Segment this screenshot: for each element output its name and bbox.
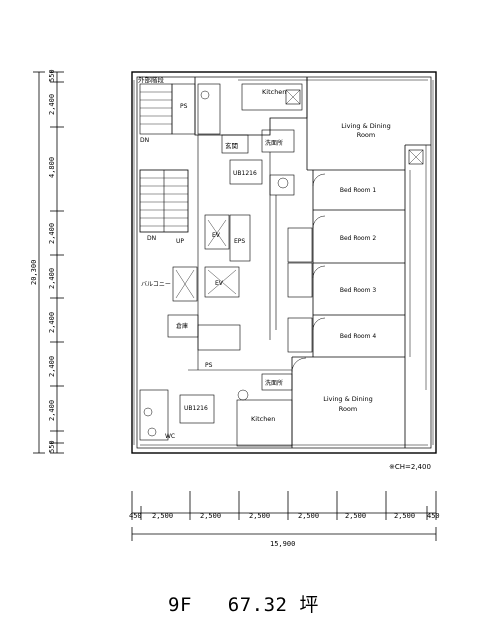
label-ev2: EV [215,280,224,287]
label-genkan: 玄関 [225,141,238,150]
label-kitchen-bottom: Kitchen [251,415,275,423]
label-kitchen-top: Kitchen [262,88,286,96]
horizontal-dimension-labels: 450 2,500 2,500 2,500 2,500 2,500 2,500 … [129,512,440,548]
label-up-stair: UP [176,238,184,245]
area-unit: 坪 [299,594,319,616]
label-bed2: Bed Room 2 [340,235,377,242]
vdim-5: 2,400 [48,312,56,333]
vertical-dimension-labels: 550 2,400 4,800 2,400 2,400 2,400 2,400 … [30,69,56,453]
vdim-7: 2,400 [48,400,56,421]
vdim-1: 2,400 [48,94,56,115]
hdim-total: 15,900 [270,540,295,548]
label-wc: WC [165,433,175,440]
hdim-3: 2,500 [249,512,270,520]
room-labels: 外部階段 PS Kitchen Living & Dining Room DN … [138,75,431,471]
vdim-0: 550 [48,69,56,82]
label-ps-bottom: PS [205,362,213,369]
vdim-6: 2,400 [48,356,56,377]
vdim-2: 4,800 [48,157,56,178]
label-bed3: Bed Room 3 [340,287,377,294]
label-dn-top: DN [140,137,149,144]
vdim-total: 20,300 [30,260,38,285]
floor-caption: 9F 67.32 坪 [0,590,487,617]
label-living-bottom-2: Room [339,405,358,413]
label-living-bottom-1: Living & Dining [323,395,373,403]
label-dn-stair: DN [147,235,156,242]
label-living-top-1: Living & Dining [341,122,391,130]
label-living-top-2: Room [357,131,376,139]
label-ub-top: UB1216 [233,170,257,177]
vdim-4: 2,400 [48,268,56,289]
floor-number: 9F [168,594,192,616]
label-ps-top: PS [180,103,188,110]
vdim-8: 550 [48,440,56,453]
label-bed4: Bed Room 4 [340,333,377,340]
label-balcony: バルコニー [141,281,171,288]
vdim-3: 2,400 [48,223,56,244]
label-ev1: EV [212,232,221,239]
ceiling-height-note: ※CH=2,400 [389,463,431,471]
label-souko: 倉庫 [176,322,188,330]
horizontal-dimension [131,491,437,541]
hdim-2: 2,500 [200,512,221,520]
hdim-4: 2,500 [298,512,319,520]
hdim-6: 2,500 [394,512,415,520]
label-bed1: Bed Room 1 [340,187,377,194]
hdim-5: 2,500 [345,512,366,520]
hdim-1: 2,500 [152,512,173,520]
floor-area: 67.32 [227,594,288,616]
hdim-7: 450 [427,512,440,520]
vertical-dimension [33,71,64,454]
label-eps: EPS [234,238,245,245]
label-ub-bottom: UB1216 [184,405,208,412]
label-gaibu-kaidan: 外部階段 [138,75,165,84]
hdim-0: 450 [129,512,142,520]
floor-plan: 550 2,400 4,800 2,400 2,400 2,400 2,400 … [30,69,440,548]
label-senmenjo-top: 洗面所 [265,139,283,147]
label-senmenjo-bottom: 洗面所 [265,379,283,387]
building-walls [131,71,437,454]
